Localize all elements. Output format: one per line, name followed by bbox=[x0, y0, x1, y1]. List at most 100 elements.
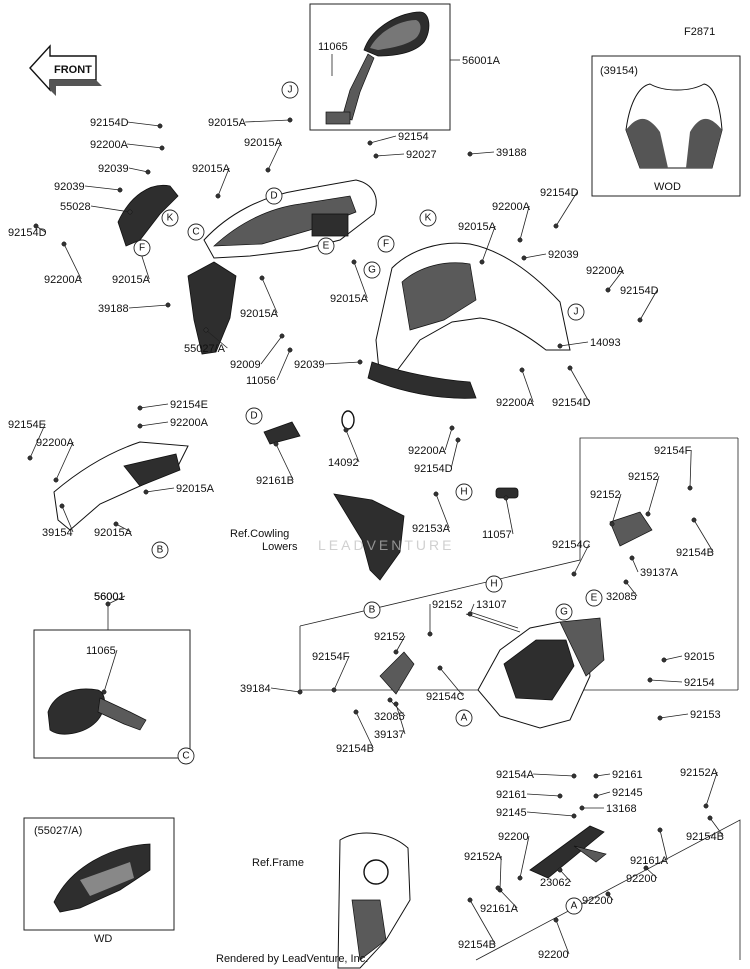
part-label-39184[interactable]: 39184 bbox=[240, 683, 271, 695]
part-label-92015A[interactable]: 92015A bbox=[112, 274, 151, 286]
part-label-92154B[interactable]: 92154B bbox=[336, 743, 374, 755]
part-label-92154A[interactable]: 92154A bbox=[496, 769, 535, 781]
part-label-39188[interactable]: 39188 bbox=[98, 303, 129, 315]
part-label-92145[interactable]: 92145 bbox=[496, 807, 527, 819]
part-label-32085[interactable]: 32085 bbox=[374, 711, 405, 723]
fastener-icon bbox=[557, 343, 563, 349]
part-label-92015[interactable]: 92015 bbox=[684, 651, 715, 663]
fastener-icon bbox=[567, 365, 573, 371]
part-label-92154D[interactable]: 92154D bbox=[90, 117, 129, 129]
part-label-11057[interactable]: 11057 bbox=[482, 529, 512, 541]
part-label-39137[interactable]: 39137 bbox=[374, 729, 405, 741]
fastener-icon bbox=[479, 259, 485, 265]
part-label-92152[interactable]: 92152 bbox=[374, 631, 405, 643]
part-label-92039[interactable]: 92039 bbox=[548, 249, 579, 261]
part-label-92154E[interactable]: 92154E bbox=[170, 399, 208, 411]
part-label-55028[interactable]: 55028 bbox=[60, 201, 91, 213]
leader-line bbox=[395, 703, 406, 735]
part-label-92153[interactable]: 92153 bbox=[690, 709, 721, 721]
part-label-92200[interactable]: 92200 bbox=[538, 949, 569, 961]
part-label-92154[interactable]: 92154 bbox=[684, 677, 715, 689]
part-label-92154[interactable]: 92154 bbox=[398, 131, 429, 143]
part-label-92154D[interactable]: 92154D bbox=[8, 227, 47, 239]
callout-a: A bbox=[565, 897, 583, 915]
part-label-92161B[interactable]: 92161B bbox=[256, 475, 294, 487]
fastener-icon bbox=[553, 917, 559, 923]
part-label-11065[interactable]: 11065 bbox=[86, 645, 116, 657]
part-label-92200A[interactable]: 92200A bbox=[90, 139, 129, 151]
part-label-39137A[interactable]: 39137A bbox=[640, 567, 679, 579]
part-label-56001[interactable]: 56001 bbox=[94, 591, 125, 603]
part-label-92154D[interactable]: 92154D bbox=[620, 285, 659, 297]
part-label-92200[interactable]: 92200 bbox=[498, 831, 529, 843]
part-label-92039[interactable]: 92039 bbox=[54, 181, 85, 193]
fastener-icon bbox=[393, 649, 399, 655]
part-label-92027[interactable]: 92027 bbox=[406, 149, 437, 161]
part-label-11056[interactable]: 11056 bbox=[246, 375, 276, 387]
part-label-39154[interactable]: 39154 bbox=[42, 527, 73, 539]
part-label-92200A[interactable]: 92200A bbox=[408, 445, 447, 457]
part-label-13107[interactable]: 13107 bbox=[476, 599, 507, 611]
part-label-92152[interactable]: 92152 bbox=[432, 599, 463, 611]
part-label-92154D[interactable]: 92154D bbox=[552, 397, 591, 409]
fastener-icon bbox=[353, 709, 359, 715]
part-label-23062[interactable]: 23062 bbox=[540, 877, 571, 889]
part-label-92154B[interactable]: 92154B bbox=[676, 547, 714, 559]
part-label-92200A[interactable]: 92200A bbox=[492, 201, 531, 213]
part-label-92161A[interactable]: 92161A bbox=[630, 855, 669, 867]
part-label-92152A[interactable]: 92152A bbox=[464, 851, 503, 863]
part-label-92009[interactable]: 92009 bbox=[230, 359, 261, 371]
part-label-92015A[interactable]: 92015A bbox=[176, 483, 215, 495]
part-label-92200[interactable]: 92200 bbox=[626, 873, 657, 885]
part-label-92200A[interactable]: 92200A bbox=[36, 437, 75, 449]
part-label-92039[interactable]: 92039 bbox=[294, 359, 325, 371]
part-label-92015A[interactable]: 92015A bbox=[208, 117, 247, 129]
part-label-92154E[interactable]: 92154E bbox=[8, 419, 46, 431]
fastener-icon bbox=[449, 425, 455, 431]
part-label-92015A[interactable]: 92015A bbox=[94, 527, 133, 539]
part-label-92154B[interactable]: 92154B bbox=[686, 831, 724, 843]
part-label-92200A[interactable]: 92200A bbox=[496, 397, 535, 409]
part-label-92153A[interactable]: 92153A bbox=[412, 523, 451, 535]
part-label-92015A[interactable]: 92015A bbox=[244, 137, 283, 149]
part-label-92200[interactable]: 92200 bbox=[582, 895, 613, 907]
leader-line bbox=[127, 121, 161, 127]
part-label-92154D[interactable]: 92154D bbox=[414, 463, 453, 475]
fastener-icon bbox=[557, 793, 563, 799]
part-label-13168[interactable]: 13168 bbox=[606, 803, 637, 815]
part-label-92015A[interactable]: 92015A bbox=[330, 293, 369, 305]
part-label-92154F[interactable]: 92154F bbox=[654, 445, 692, 457]
part-label-92152A[interactable]: 92152A bbox=[680, 767, 719, 779]
leader-line bbox=[353, 261, 368, 299]
part-label-92200A[interactable]: 92200A bbox=[586, 265, 625, 277]
part-label-92154B[interactable]: 92154B bbox=[458, 939, 496, 951]
part-label-55027/A[interactable]: 55027/A bbox=[184, 343, 226, 355]
part-label-14092[interactable]: 14092 bbox=[328, 457, 359, 469]
part-label-14093[interactable]: 14093 bbox=[590, 337, 621, 349]
part-label-92161[interactable]: 92161 bbox=[612, 769, 643, 781]
part-label-39188[interactable]: 39188 bbox=[496, 147, 527, 159]
part-label-92152[interactable]: 92152 bbox=[628, 471, 659, 483]
part-label-92161A[interactable]: 92161A bbox=[480, 903, 519, 915]
part-label-92154C[interactable]: 92154C bbox=[426, 691, 465, 703]
part-label-92015A[interactable]: 92015A bbox=[458, 221, 497, 233]
part-label-92154D[interactable]: 92154D bbox=[540, 187, 579, 199]
svg-text:D: D bbox=[270, 191, 277, 202]
part-label-92145[interactable]: 92145 bbox=[612, 787, 643, 799]
part-label-32085[interactable]: 32085 bbox=[606, 591, 637, 603]
part-label-92154F[interactable]: 92154F bbox=[312, 651, 350, 663]
part-label-92200A[interactable]: 92200A bbox=[170, 417, 209, 429]
part-label-92039[interactable]: 92039 bbox=[98, 163, 129, 175]
leader-line bbox=[450, 439, 459, 469]
leader-line bbox=[276, 349, 291, 381]
part-label-92152[interactable]: 92152 bbox=[590, 489, 621, 501]
part-label-92161[interactable]: 92161 bbox=[496, 789, 527, 801]
part-label-92015A[interactable]: 92015A bbox=[240, 308, 279, 320]
svg-text:J: J bbox=[574, 307, 579, 318]
svg-text:A: A bbox=[571, 901, 578, 912]
part-label-92015A[interactable]: 92015A bbox=[192, 163, 231, 175]
callout-f: F bbox=[133, 239, 151, 257]
part-label-92200A[interactable]: 92200A bbox=[44, 274, 83, 286]
part-label-92154C[interactable]: 92154C bbox=[552, 539, 591, 551]
svg-text:G: G bbox=[368, 265, 376, 276]
